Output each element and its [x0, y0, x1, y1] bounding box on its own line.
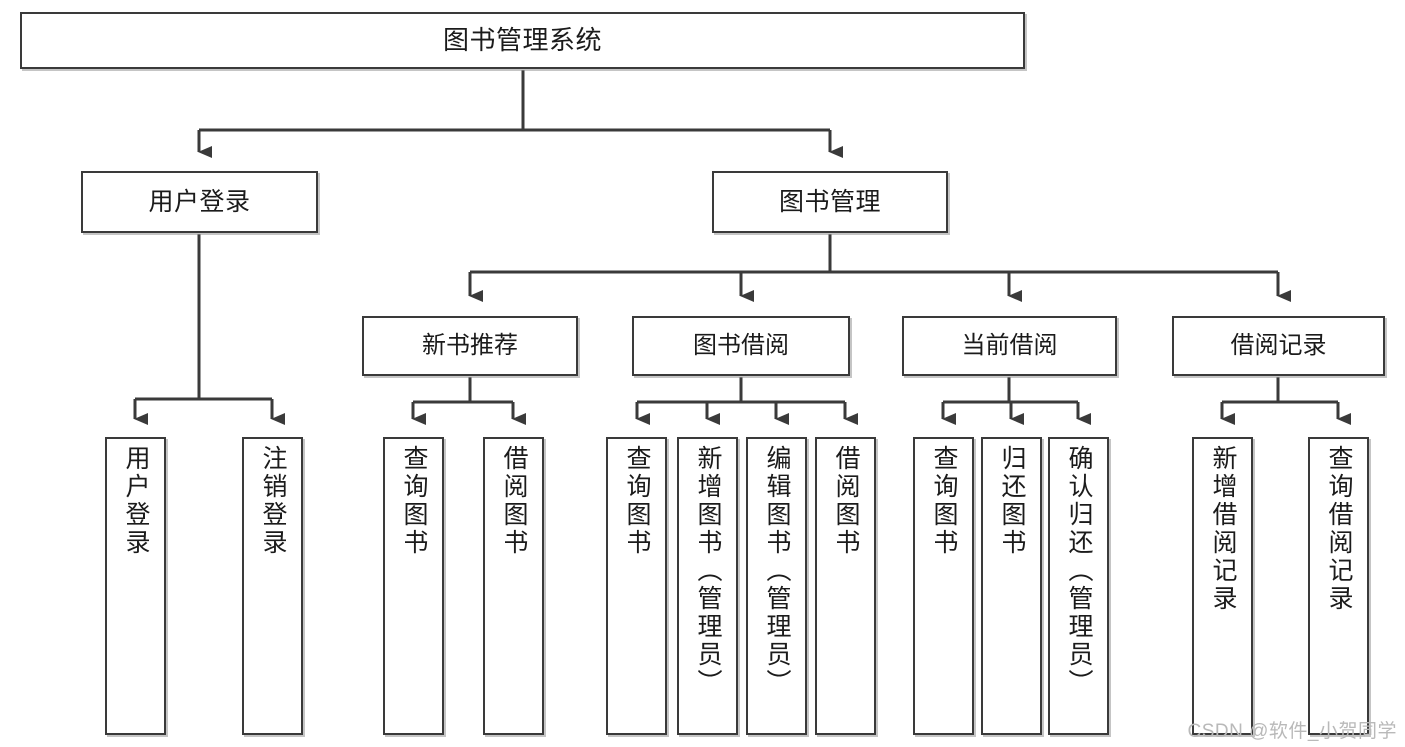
leaf-query-borrowing-record[interactable]: 查询借阅记录 — [1308, 437, 1369, 735]
node-root-book-management-system[interactable]: 图书管理系统 — [20, 12, 1025, 69]
leaf-return-book[interactable]: 归还图书 — [981, 437, 1042, 735]
node-borrowing-record[interactable]: 借阅记录 — [1172, 316, 1385, 376]
leaf-add-borrowing-record[interactable]: 新增借阅记录 — [1192, 437, 1253, 735]
leaf-borrow-book-borrowing[interactable]: 借阅图书 — [815, 437, 876, 735]
node-label: 新增图书（管理员） — [694, 445, 722, 697]
node-book-management[interactable]: 图书管理 — [712, 171, 948, 233]
node-label: 借阅记录 — [1230, 332, 1327, 360]
node-label: 借阅图书 — [500, 445, 528, 557]
node-label: 注销登录 — [259, 445, 287, 557]
watermark-text: CSDN @软件_小贺同学 — [1187, 721, 1397, 742]
leaf-user-login[interactable]: 用户登录 — [105, 437, 166, 735]
leaf-query-book-borrowing[interactable]: 查询图书 — [606, 437, 667, 735]
node-label: 查询图书 — [930, 445, 958, 557]
node-label: 图书借阅 — [693, 332, 789, 360]
node-book-borrowing[interactable]: 图书借阅 — [632, 316, 850, 376]
leaf-logout[interactable]: 注销登录 — [242, 437, 303, 735]
leaf-query-book-new-book[interactable]: 查询图书 — [383, 437, 444, 735]
leaf-add-book-admin[interactable]: 新增图书（管理员） — [677, 437, 738, 735]
node-label: 用户登录 — [148, 187, 251, 216]
node-label: 查询图书 — [400, 445, 428, 557]
node-label: 归还图书 — [998, 445, 1026, 557]
node-label: 确认归还（管理员） — [1065, 445, 1093, 697]
node-label: 查询借阅记录 — [1325, 445, 1353, 613]
leaf-edit-book-admin[interactable]: 编辑图书（管理员） — [746, 437, 807, 735]
node-label: 编辑图书（管理员） — [763, 445, 791, 697]
node-label: 图书管理系统 — [442, 24, 602, 55]
leaf-query-book-current[interactable]: 查询图书 — [913, 437, 974, 735]
node-label: 借阅图书 — [832, 445, 860, 557]
node-label: 查询图书 — [623, 445, 651, 557]
leaf-borrow-book-new-book[interactable]: 借阅图书 — [483, 437, 544, 735]
leaf-confirm-return-admin[interactable]: 确认归还（管理员） — [1048, 437, 1109, 735]
node-label: 图书管理 — [778, 187, 881, 216]
node-label: 用户登录 — [122, 445, 150, 557]
node-current-borrowing[interactable]: 当前借阅 — [902, 316, 1117, 376]
node-new-book-recommendation[interactable]: 新书推荐 — [362, 316, 578, 376]
node-label: 新增借阅记录 — [1209, 445, 1237, 613]
node-user-login[interactable]: 用户登录 — [81, 171, 318, 233]
node-label: 当前借阅 — [961, 332, 1058, 360]
node-label: 新书推荐 — [422, 332, 518, 360]
